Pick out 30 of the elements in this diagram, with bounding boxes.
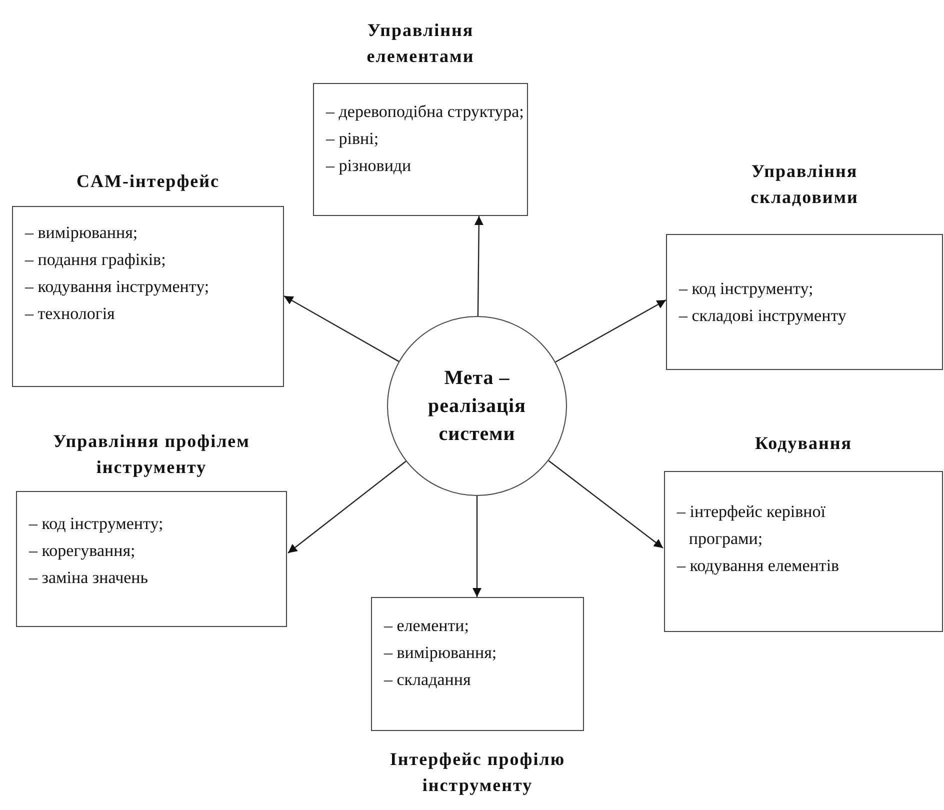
- arrow: [288, 460, 406, 554]
- list-item: – складові інструменту: [679, 305, 846, 327]
- box-heading: CAM-інтерфейс: [76, 170, 220, 193]
- box-heading: Управління профілем інструменту: [52, 430, 251, 479]
- arrow: [284, 295, 400, 362]
- list-item: – вимірювання;: [384, 642, 497, 664]
- list-item: – інтерфейс керівної програми;: [677, 501, 826, 550]
- arrow: [555, 299, 666, 362]
- arrow: [472, 496, 482, 597]
- list-item: – заміна значень: [29, 567, 148, 589]
- box-heading: Управління складовими: [750, 160, 860, 209]
- list-item: – різновиди: [326, 155, 412, 177]
- list-item: – складання: [384, 669, 471, 691]
- list-item: – код інструменту;: [679, 278, 814, 300]
- arrow: [548, 460, 664, 548]
- list-item: – код інструменту;: [29, 513, 164, 535]
- list-item: – елементи;: [384, 615, 469, 637]
- list-item: – корегування;: [29, 540, 136, 562]
- list-item: – подання графіків;: [25, 249, 166, 271]
- list-item: – кодування інструменту;: [25, 276, 210, 298]
- arrow: [474, 216, 484, 316]
- box-heading: Інтерфейс профілю інструменту: [388, 748, 566, 797]
- list-item: – вимірювання;: [25, 222, 138, 244]
- list-item: – кодування елементів: [677, 555, 840, 577]
- goal-text: Мета – реалізація системи: [427, 366, 527, 447]
- list-item: – технологія: [25, 303, 115, 325]
- box-heading: Управління елементами: [366, 19, 476, 68]
- list-item: – деревоподібна структура;: [326, 101, 524, 123]
- list-item: – рівні;: [326, 128, 379, 150]
- box-heading: Кодування: [755, 432, 852, 455]
